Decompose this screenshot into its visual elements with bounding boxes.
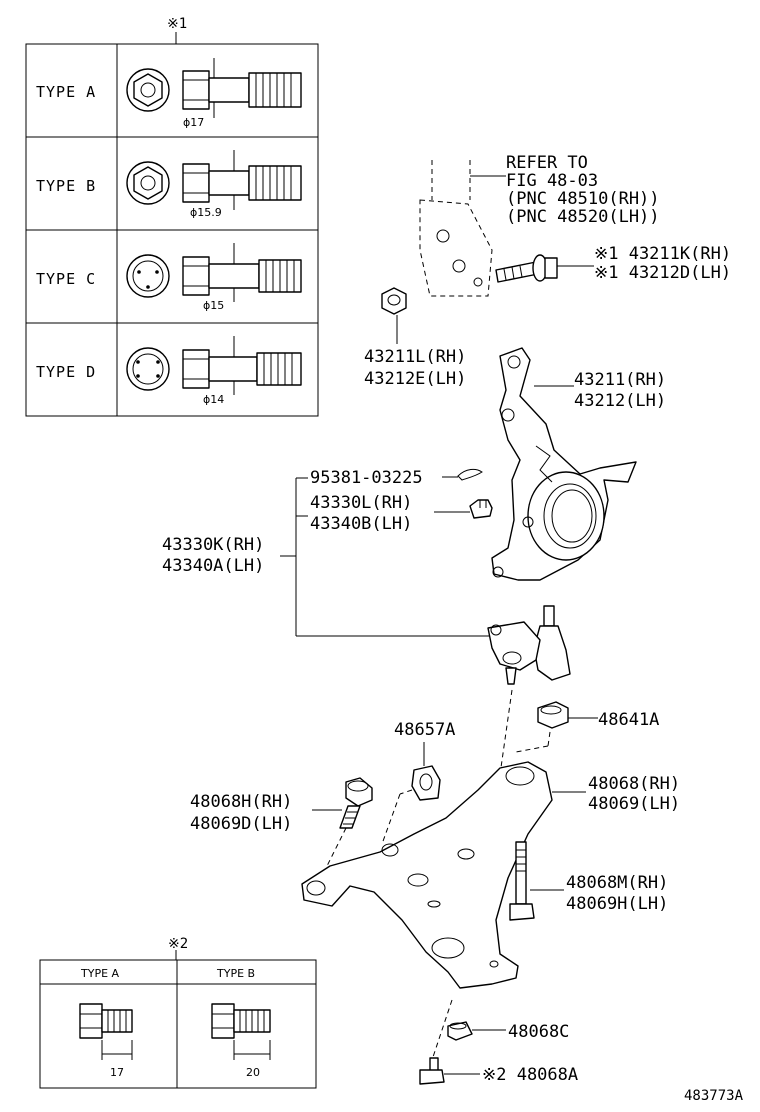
hub-bolt-type-d: ϕ14 <box>126 336 302 406</box>
steering-knuckle <box>491 347 637 581</box>
label-43211l: 43211L(RH) <box>364 347 466 367</box>
type-a-label: TYPE A <box>36 83 96 101</box>
rear-arm-bolt <box>509 841 564 921</box>
rear-bushing-cap <box>447 1021 506 1041</box>
strut-reference <box>419 160 506 297</box>
fastener-type-table-2: ※2 TYPE A TYPE B 17 20 <box>39 936 317 1089</box>
cotter-pin <box>442 468 483 481</box>
type-d-diameter: ϕ14 <box>203 393 224 406</box>
rear-arm-nut <box>419 999 480 1085</box>
front-bushing <box>381 742 441 845</box>
balljoint-nut <box>515 701 598 753</box>
front-arm-bolt <box>312 777 373 869</box>
label-48641a: 48641A <box>598 710 659 730</box>
label-48068m: 48068M(RH) <box>566 873 668 893</box>
refer-line-4: (PNC 48520(LH)) <box>506 207 660 227</box>
type-b-diameter: ϕ15.9 <box>190 206 222 219</box>
label-48068c: 48068C <box>508 1022 569 1042</box>
label-43212: 43212(LH) <box>574 391 666 411</box>
callout-bracket <box>280 477 490 637</box>
label-43330k: 43330K(RH) <box>162 535 264 555</box>
type-b-length: 20 <box>246 1066 260 1079</box>
refer-line-2: FIG 48-03 <box>506 171 598 191</box>
lower-control-arm <box>301 761 586 989</box>
label-95381-03225: 95381-03225 <box>310 468 423 488</box>
type-a-length: 17 <box>110 1066 124 1079</box>
label-48068h: 48068H(RH) <box>190 792 292 812</box>
label-48069h: 48069H(LH) <box>566 894 668 914</box>
type-c-diameter: ϕ15 <box>203 299 224 312</box>
ball-joint <box>469 605 571 987</box>
label-48069: 48069(LH) <box>588 794 680 814</box>
type-c-label: TYPE C <box>36 270 96 288</box>
rear-nut-type-a: 17 <box>79 1003 133 1079</box>
hub-bolt-type-c: ϕ15 <box>126 243 302 312</box>
table-2-header-a: TYPE A <box>80 967 120 980</box>
label-48068: 48068(RH) <box>588 774 680 794</box>
label-43330l: 43330L(RH) <box>310 493 412 513</box>
strut-bolt <box>495 254 594 283</box>
label-43340a: 43340A(LH) <box>162 556 264 576</box>
label-48069d: 48069D(LH) <box>190 814 292 834</box>
figure-id: 483773A <box>684 1088 744 1104</box>
hub-bolt-type-b: ϕ15.9 <box>126 150 302 219</box>
refer-line-3: (PNC 48510(RH)) <box>506 189 660 209</box>
fastener-type-table-1: ※1 TYPE A TYPE B TYPE C TYPE D ϕ17 <box>25 16 319 417</box>
type-b-label: TYPE B <box>36 177 96 195</box>
label-48068a: ※2 48068A <box>482 1065 578 1085</box>
balljoint-castle-nut <box>434 499 493 519</box>
label-43211k: ※1 43211K(RH) <box>594 244 731 264</box>
type-a-diameter: ϕ17 <box>183 116 204 129</box>
label-43211: 43211(RH) <box>574 370 666 390</box>
label-48657a: 48657A <box>394 720 455 740</box>
label-43340b: 43340B(LH) <box>310 514 412 534</box>
table-2-header-b: TYPE B <box>216 967 255 980</box>
rear-nut-type-b: 20 <box>211 1003 271 1079</box>
hub-bolt-type-a: ϕ17 <box>126 58 302 129</box>
type-d-label: TYPE D <box>36 363 96 381</box>
label-43212e: 43212E(LH) <box>364 369 466 389</box>
refer-line-1: REFER TO <box>506 153 588 173</box>
strut-nut <box>381 287 407 344</box>
label-43212d: ※1 43212D(LH) <box>594 263 731 283</box>
table-2-marker: ※2 <box>168 936 188 952</box>
table-1-marker: ※1 <box>167 16 187 32</box>
